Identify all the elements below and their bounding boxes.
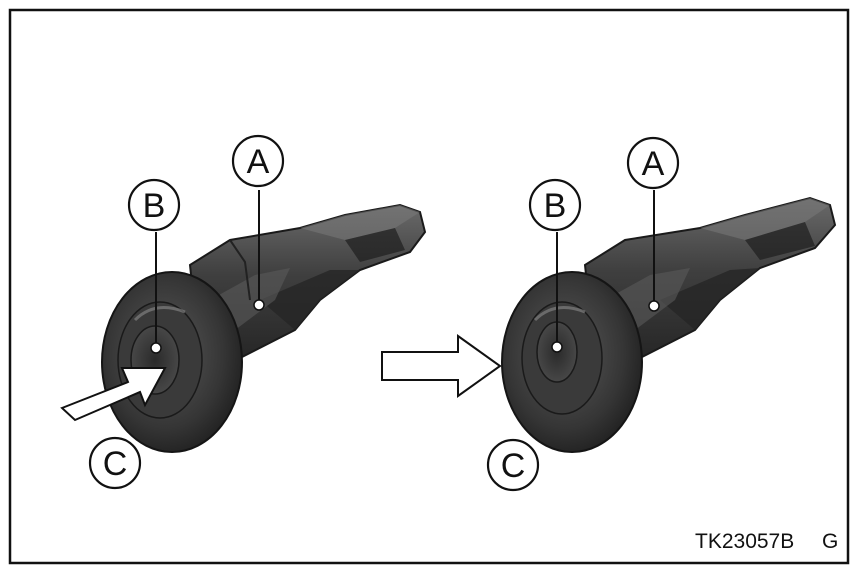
push-arrow-icon — [60, 367, 167, 422]
left-label-c: C — [103, 445, 128, 483]
right-callout-a: A — [626, 136, 680, 190]
left-callout-a: A — [231, 134, 285, 188]
left-body-marker — [253, 299, 265, 311]
right-rivet-body — [583, 196, 837, 362]
right-rivet-head — [501, 271, 643, 453]
left-rivet-body — [188, 203, 427, 362]
right-rivet-view: A B C — [486, 136, 837, 492]
right-body-marker — [648, 300, 660, 312]
left-callout-b: B — [127, 178, 181, 232]
figure-suffix: G — [822, 530, 838, 553]
left-label-b: B — [143, 187, 166, 225]
right-label-b: B — [544, 187, 567, 225]
figure-code: TK23057B — [695, 530, 794, 553]
arrow-right-icon — [381, 334, 502, 398]
left-label-a: A — [247, 143, 270, 181]
right-callout-b: B — [528, 178, 582, 232]
right-callout-c: C — [486, 438, 540, 492]
left-rivet-head — [101, 271, 243, 453]
right-label-c: C — [501, 447, 526, 485]
left-center-pin — [150, 342, 162, 354]
left-rivet-view: A B C — [60, 134, 427, 490]
right-center-pin — [551, 341, 563, 353]
right-label-a: A — [642, 145, 665, 183]
left-callout-c: C — [88, 436, 142, 490]
